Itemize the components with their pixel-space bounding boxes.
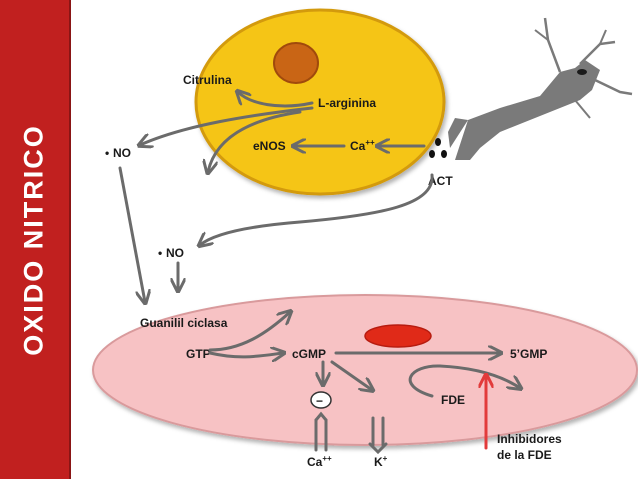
no-top-label: NO [113, 146, 131, 160]
inhibidores-label-line1: Inhibidores [497, 432, 562, 446]
minus-label: − [316, 394, 323, 408]
inhibidores-label-line2: de la FDE [497, 448, 552, 462]
guanilil-ciclasa-label: Guanilil ciclasa [140, 316, 228, 330]
cgmp-label: cGMP [292, 347, 326, 361]
k-label: K+ [374, 454, 388, 469]
arrow-l-arginina-to-citrulina [238, 92, 314, 108]
ca-top-label: Ca++ [350, 138, 375, 153]
sidebar-band: OXIDO NITRICO [0, 0, 71, 479]
citrulina-label: Citrulina [183, 73, 232, 87]
arrow-act-to-no-mid [200, 173, 434, 245]
ca-bottom-label: Ca++ [307, 454, 332, 469]
radical-dot-mid: • [158, 246, 162, 260]
arrow-l-arginina-down [208, 110, 302, 172]
smooth-muscle-cell [92, 294, 638, 446]
act-label: ACT [428, 174, 453, 188]
radical-dot-top: • [105, 146, 109, 160]
pathway-arrows [118, 92, 520, 455]
arrow-no-top-down [118, 166, 145, 302]
l-arginina-label: L-arginina [318, 96, 376, 110]
arrow-k-down-head [368, 442, 388, 455]
act-vesicles-icon [429, 138, 447, 158]
inhibition-badge [310, 391, 332, 409]
five-gmp-label: 5’GMP [510, 347, 547, 361]
arrow-ca-up-head [314, 411, 328, 422]
enos-label: eNOS [253, 139, 286, 153]
neuron-nucleus-icon [577, 69, 587, 75]
arrow-gtp-to-cgmp [208, 353, 283, 357]
smooth-muscle-nucleus [364, 324, 432, 348]
neuron-icon [448, 17, 633, 160]
arrow-cgmp-diagonal [330, 360, 372, 390]
arrow-fde-loop [408, 364, 520, 398]
gtp-label: GTP [186, 347, 211, 361]
arrow-l-arginina-to-no-top [140, 106, 314, 145]
fde-label: FDE [441, 393, 465, 407]
endothelial-nucleus [273, 42, 319, 84]
arrow-gtp-up [208, 312, 290, 352]
no-mid-label: NO [166, 246, 184, 260]
